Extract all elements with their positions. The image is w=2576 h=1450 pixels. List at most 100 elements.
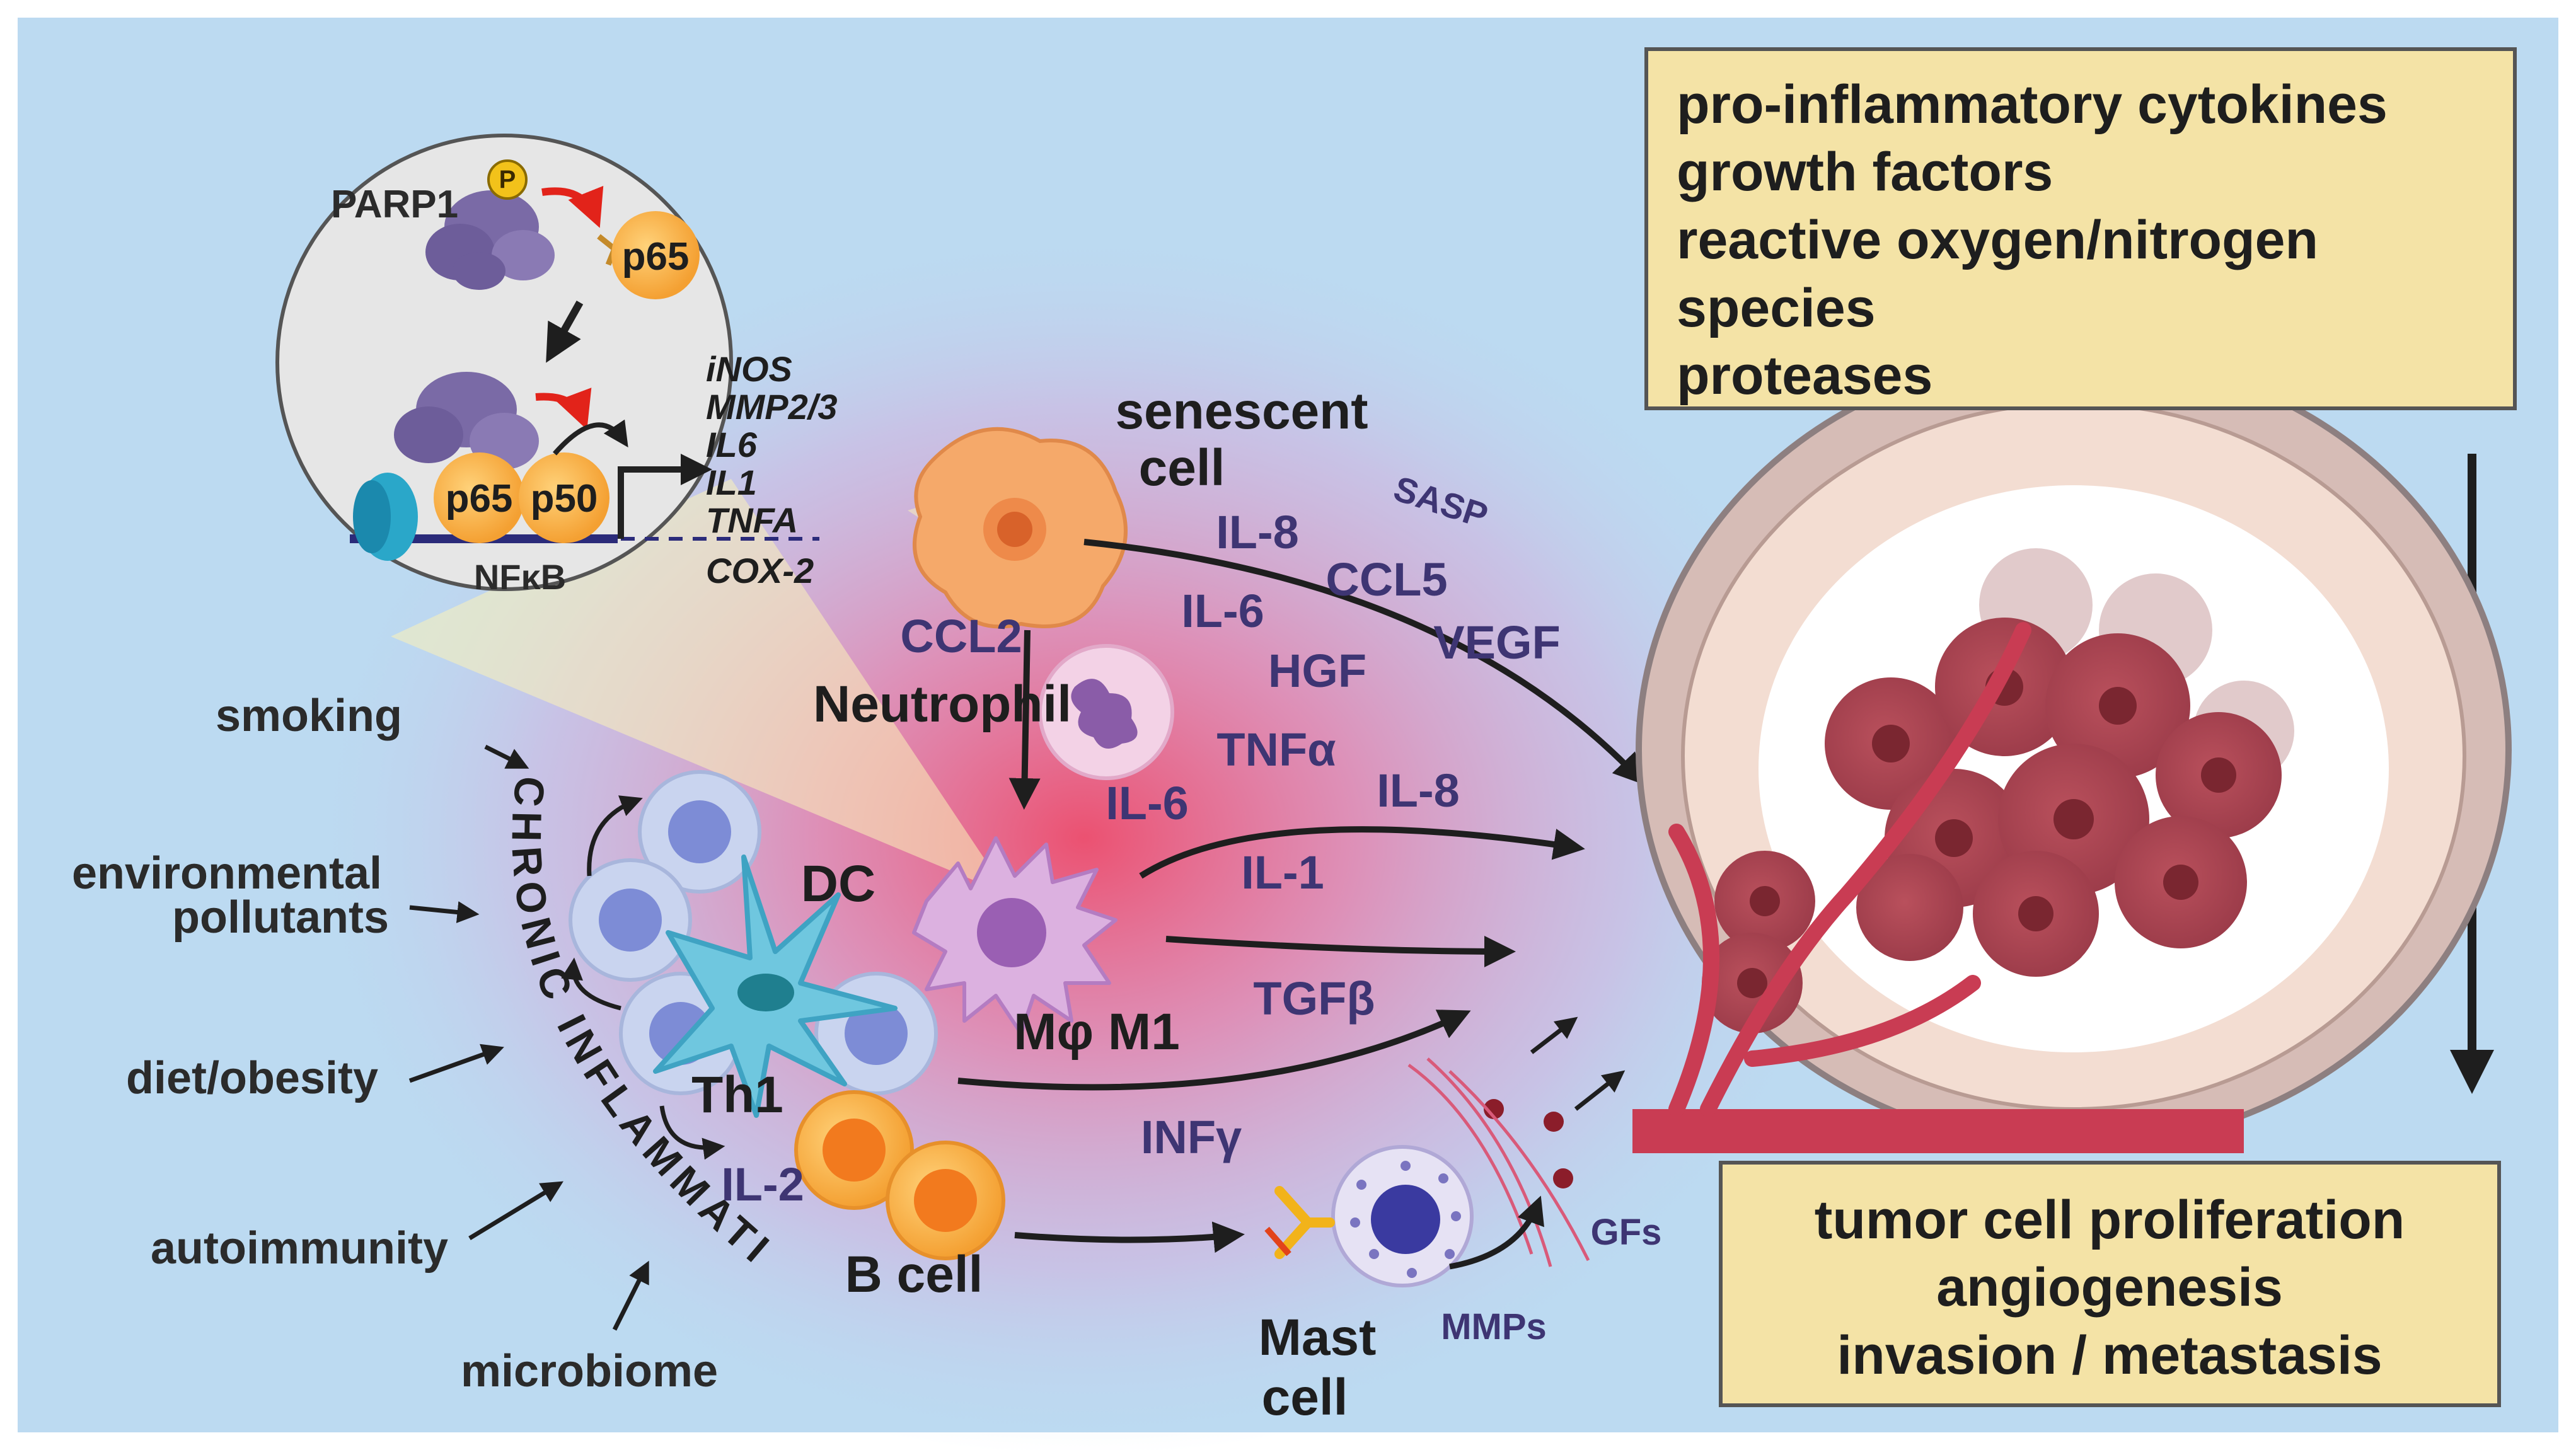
inset-arrow-down	[546, 301, 584, 363]
cause-pollutants: pollutants	[172, 892, 389, 943]
gene-cox2: COX-2	[706, 551, 814, 590]
arrow-release-1	[1530, 1016, 1578, 1054]
causes: smoking environmental pollutants diet/ob…	[72, 691, 718, 1396]
senescent-label-1: senescent	[1115, 383, 1368, 440]
p50-bound	[519, 452, 609, 543]
antigen-icon	[1264, 1226, 1291, 1257]
t-cell-1-nucleus	[668, 800, 731, 863]
il2-label: IL-2	[721, 1158, 804, 1211]
mast-cell-nucleus	[1371, 1185, 1440, 1254]
mast-label-2: cell	[1262, 1369, 1348, 1426]
top-box-line-1: pro-inflammatory cytokines	[1677, 74, 2388, 135]
p65-top	[611, 211, 700, 299]
b-cell-2-nucleus	[914, 1169, 977, 1232]
red-arrow-bottom	[535, 388, 592, 430]
senescent-cell-nucleus	[997, 512, 1032, 547]
gf-dot-3	[1553, 1168, 1573, 1188]
tnfa-label: TNFα	[1216, 723, 1336, 776]
gfs-label: GFs	[1591, 1212, 1662, 1253]
dendritic-cell-nucleus	[737, 974, 794, 1011]
senescent-cell	[913, 427, 1128, 629]
arrow-tcell-up	[587, 795, 643, 877]
promoter-arrow	[618, 454, 712, 539]
arrow-release-2	[1574, 1070, 1626, 1111]
bottom-box: tumor cell proliferation angiogenesis in…	[1719, 1161, 2501, 1407]
neutrophil-label: Neutrophil	[813, 676, 1071, 733]
ccl5-label: CCL5	[1326, 553, 1447, 606]
gf-dot-2	[1544, 1112, 1564, 1132]
transcription-curl	[552, 419, 628, 456]
arrow-senescent-tumor	[1083, 539, 1646, 785]
mast-cell-granules	[1350, 1161, 1461, 1278]
arrow-pollutants	[409, 901, 480, 923]
il1-label: IL-1	[1241, 846, 1324, 899]
dc-label: DC	[801, 855, 875, 912]
arrow-neutrophil-tumor	[1139, 826, 1585, 879]
cause-diet-obesity: diet/obesity	[126, 1053, 378, 1103]
il6-label-b: IL-6	[1106, 777, 1189, 829]
neutrophil-cell	[1038, 644, 1174, 780]
nucleosome-core	[353, 480, 391, 553]
top-box-line-4: species	[1677, 278, 1876, 338]
p65-label: p65	[446, 477, 513, 521]
arrow-tcell-loop	[561, 957, 621, 1011]
gene-il1: IL1	[706, 463, 757, 502]
bottom-box-line-2: angiogenesis	[1936, 1257, 2283, 1318]
mast-label-1: Mast	[1259, 1309, 1377, 1366]
bottom-box-line-3: invasion / metastasis	[1837, 1325, 2382, 1386]
parp1-label: PARP1	[331, 183, 458, 226]
gene-mmp: MMP2/3	[706, 387, 838, 427]
p65-bound	[434, 452, 524, 543]
arrow-microbiome	[612, 1260, 649, 1331]
bottom-box-frame	[1719, 1161, 2501, 1407]
bcell-label: B cell	[845, 1246, 983, 1303]
phosphate-group	[487, 159, 528, 200]
p50-label: p50	[531, 477, 598, 521]
arrow-il2	[659, 1105, 725, 1160]
immune-cluster	[561, 770, 1005, 1260]
t-cell-2-nucleus	[599, 889, 662, 952]
infg-label: INFγ	[1141, 1111, 1242, 1163]
nfkb-inset: PARP1 P p65 p65 p50 NFκB iNOS MMP2/3 IL6…	[275, 134, 838, 597]
gene-inos: iNOS	[706, 349, 792, 389]
macrophage-label: Mφ M1	[1014, 1003, 1180, 1061]
gf-dot-1	[1484, 1099, 1504, 1119]
arrow-diet	[408, 1044, 504, 1083]
neutrophil-nucleus	[1071, 679, 1138, 749]
top-box-line-5: proteases	[1677, 345, 1932, 406]
tgfb-label: TGFβ	[1253, 972, 1375, 1025]
nfkb-label: NFκB	[474, 557, 566, 597]
gene-tnfa: TNFA	[706, 500, 798, 540]
antibody-icon	[1274, 1186, 1335, 1259]
arrow-macrophage-tumor	[1165, 935, 1516, 967]
il8-label-a: IL-8	[1216, 506, 1299, 558]
arrow-ccl2	[1008, 630, 1041, 810]
tumor-nuclei	[1737, 668, 2236, 998]
vegf-label: VEGF	[1433, 616, 1560, 669]
top-box-frame	[1644, 47, 2517, 410]
arrow-smoking	[484, 744, 529, 769]
phosphate-label: P	[499, 166, 516, 193]
il8-label-b: IL-8	[1377, 764, 1460, 817]
blood-vessel-trunk	[1632, 1109, 2244, 1153]
arrow-bcell-mast	[1014, 1221, 1245, 1253]
arrow-th1-tgfb	[957, 1010, 1471, 1091]
macrophage-nucleus	[977, 898, 1046, 967]
ccl2-label: CCL2	[900, 610, 1022, 662]
cause-smoking: smoking	[216, 691, 402, 741]
th1-label: Th1	[691, 1066, 783, 1124]
arrow-mast-release	[1449, 1195, 1544, 1270]
b-cell-1-nucleus	[823, 1119, 886, 1182]
senescent-label-2: cell	[1139, 439, 1225, 497]
blood-vessel-branches	[1668, 622, 2031, 1117]
mmps-label: MMPs	[1441, 1306, 1547, 1347]
red-arrow-top	[541, 185, 604, 228]
gene-il6: IL6	[706, 425, 758, 464]
mast-cell	[1264, 1016, 1626, 1287]
top-box: pro-inflammatory cytokines growth factor…	[1644, 47, 2517, 410]
il6-label-a: IL-6	[1181, 585, 1264, 637]
parp1-protein	[425, 190, 555, 290]
duct-tumor	[1632, 350, 2512, 1153]
